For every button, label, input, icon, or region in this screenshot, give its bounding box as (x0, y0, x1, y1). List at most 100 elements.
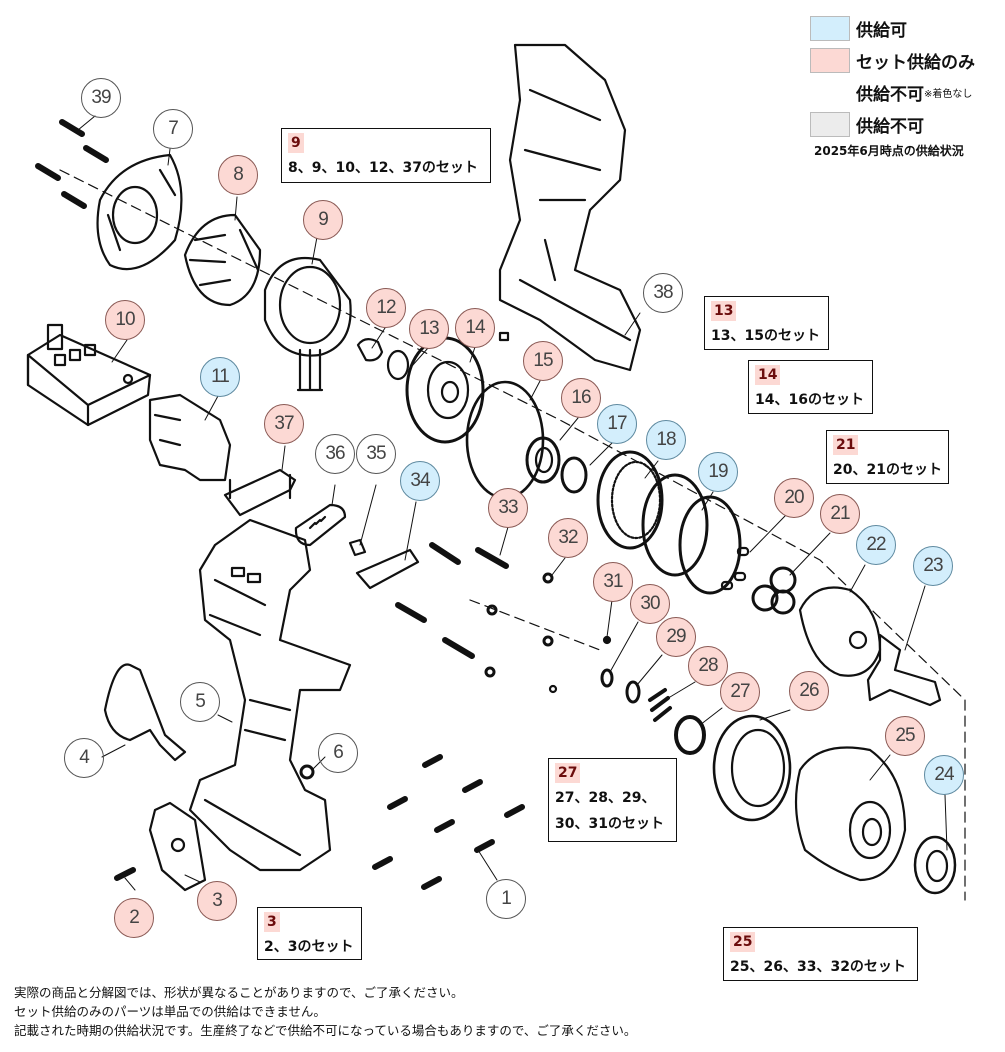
part-16-seal (525, 436, 561, 484)
legend-swatch-set-only (810, 47, 850, 73)
set-tag: 9 (288, 133, 304, 153)
part-number: 32 (558, 527, 578, 548)
part-4-belt-hook (103, 663, 187, 762)
set-box-14: 14 14、16のセット (748, 360, 873, 414)
callout-part-6: 6 (318, 733, 358, 773)
callout-part-4: 4 (64, 738, 104, 778)
part-6-nut (299, 764, 315, 780)
part-31-ball (602, 635, 612, 645)
part-number: 10 (115, 309, 135, 330)
part-number: 3 (212, 890, 223, 911)
part-number: 18 (656, 429, 676, 450)
part-number: 31 (603, 571, 623, 592)
part-number: 36 (325, 443, 345, 464)
set-description: 2、3のセット (264, 939, 354, 955)
callout-part-26: 26 (789, 671, 829, 711)
part-number: 39 (91, 87, 111, 108)
part-33-screws (395, 542, 509, 659)
callout-part-8: 8 (218, 155, 258, 195)
legend-item-unavailable-gray: 供給不可 (810, 108, 1005, 140)
callout-part-27: 27 (720, 672, 760, 712)
part-number: 27 (730, 681, 750, 702)
set-tag: 14 (755, 365, 781, 385)
callout-part-1: 1 (486, 879, 526, 919)
set-box-3: 3 2、3のセット (257, 907, 362, 960)
footnote-2: セット供給のみのパーツは単品での供給はできません。 (14, 1004, 326, 1019)
part-number: 29 (666, 626, 686, 647)
part-12-bearing (356, 338, 384, 362)
part-9-stator (263, 256, 352, 392)
part-number: 35 (366, 443, 386, 464)
set-description: 25、26、33、32のセット (730, 959, 906, 975)
callout-part-18: 18 (646, 420, 686, 460)
part-number: 26 (799, 680, 819, 701)
part-17-washer (560, 456, 588, 494)
part-25-hammer-case (794, 746, 907, 882)
part-19-oring-b (678, 495, 742, 595)
part-27-cap (674, 715, 706, 755)
part-20-pins (720, 546, 750, 591)
set-description-line2: 30、31のセット (555, 816, 664, 832)
part-7-end-cover (96, 153, 183, 271)
part-number: 4 (79, 747, 90, 768)
callout-part-17: 17 (597, 404, 637, 444)
callout-part-5: 5 (180, 682, 220, 722)
part-18-internal-gear (596, 450, 664, 550)
callout-part-22: 22 (856, 525, 896, 565)
part-35-clip (348, 538, 367, 557)
callout-part-36: 36 (315, 434, 355, 474)
legend-item-set-only: セット供給のみ (810, 44, 1005, 76)
part-number: 38 (653, 282, 673, 303)
part-number: 13 (419, 318, 439, 339)
set-description: 20、21のセット (833, 462, 942, 478)
part-number: 8 (233, 164, 244, 185)
callout-part-3: 3 (197, 881, 237, 921)
callout-part-29: 29 (656, 617, 696, 657)
set-box-21: 21 20、21のセット (826, 430, 949, 484)
callout-part-32: 32 (548, 518, 588, 558)
set-tag: 27 (555, 763, 581, 783)
callout-part-12: 12 (366, 288, 406, 328)
legend-item-available: 供給可 (810, 12, 1005, 44)
part-1-screws (372, 754, 525, 890)
part-number: 24 (934, 764, 954, 785)
part-10-control-board (26, 323, 152, 427)
set-description: 27、28、29、 (555, 790, 656, 806)
part-number: 16 (571, 387, 591, 408)
part-2-screw (114, 867, 136, 881)
part-23-anvil (866, 633, 942, 707)
part-15-oring (465, 380, 545, 500)
callout-part-25: 25 (885, 716, 925, 756)
assembly-axis-line (59, 169, 966, 901)
callout-part-13: 13 (409, 309, 449, 349)
part-37-bracket (223, 468, 297, 517)
set-tag: 21 (833, 435, 859, 455)
set-box-9: 9 8、9、10、12、37のセット (281, 128, 491, 183)
legend-note: ※着色なし (924, 88, 973, 100)
legend-label: 供給可 (856, 20, 907, 41)
part-8-fan (183, 213, 262, 307)
leader-lines (77, 115, 948, 891)
part-30-ring (600, 668, 614, 688)
part-3-plate (148, 801, 207, 892)
part-number: 33 (498, 497, 518, 518)
legend: 供給可 セット供給のみ 供給不可 ※着色なし 供給不可 2025年6月時点の供給… (810, 12, 1005, 159)
part-21-gears (751, 566, 797, 615)
part-29-ring (625, 680, 641, 704)
part-nut (498, 331, 510, 342)
footnote-3: 記載された時期の供給状況です。生産終了などで供給不可になっている場合もありますの… (14, 1023, 637, 1038)
callout-part-15: 15 (523, 341, 563, 381)
callout-part-2: 2 (114, 898, 154, 938)
legend-swatch-unavailable (810, 111, 850, 137)
callout-part-35: 35 (356, 434, 396, 474)
part-number: 9 (318, 209, 329, 230)
part-19-oring-a (641, 473, 709, 577)
part-22-spindle (798, 586, 882, 677)
part-number: 37 (274, 413, 294, 434)
part-number: 7 (168, 118, 179, 139)
part-5-housing (188, 518, 352, 872)
part-number: 14 (465, 317, 485, 338)
callout-part-28: 28 (688, 646, 728, 686)
callout-part-31: 31 (593, 562, 633, 602)
set-tag: 13 (711, 301, 737, 321)
